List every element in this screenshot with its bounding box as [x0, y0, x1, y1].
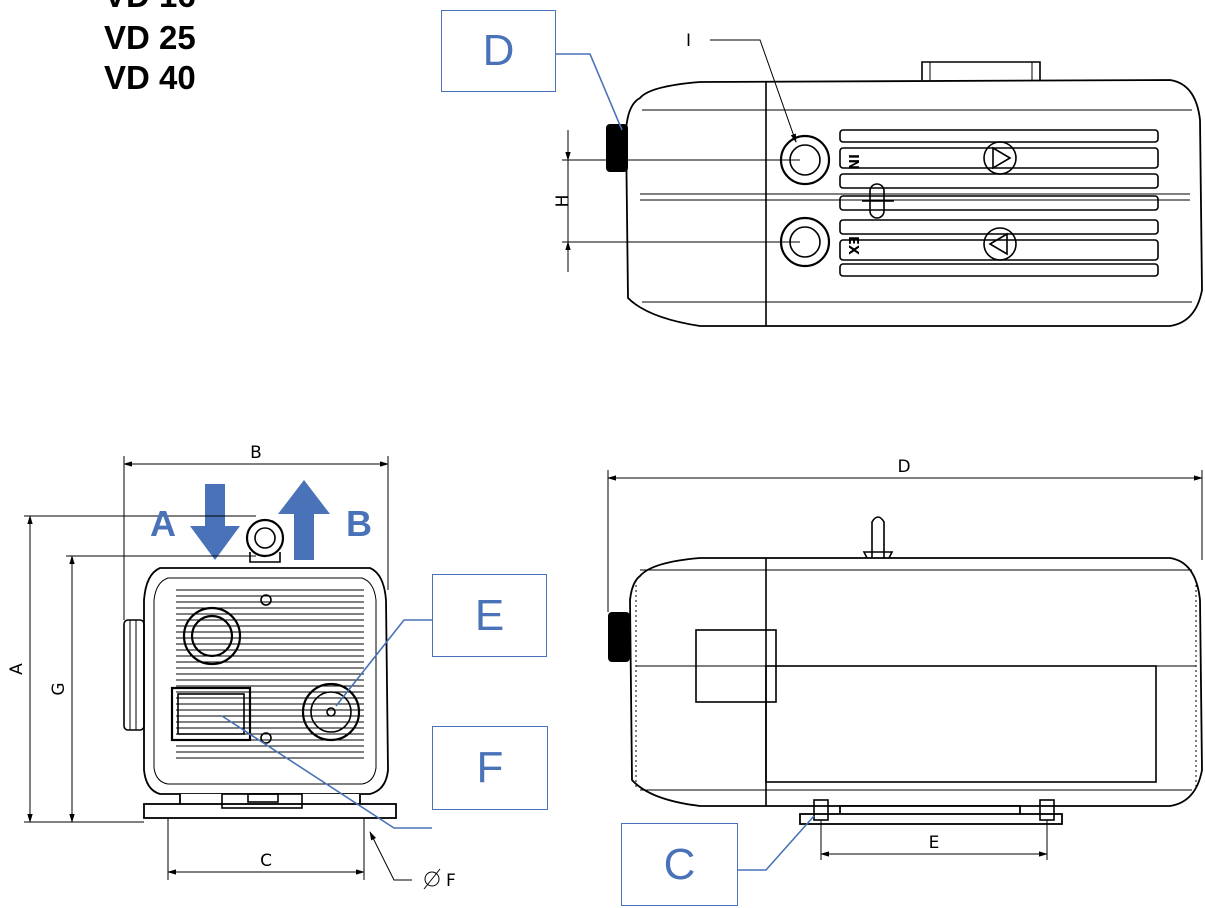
dim-label-e: E: [929, 833, 940, 853]
side-view: [607, 470, 1203, 860]
dim-label-b: B: [250, 443, 262, 463]
flow-label-outlet: B: [346, 503, 372, 544]
port-label-ex: EX: [845, 236, 860, 255]
dim-label-h: H: [553, 195, 573, 208]
model-label-vd25: VD 25: [104, 19, 196, 56]
dim-label-i: I: [686, 31, 691, 51]
callout-c: C: [621, 823, 738, 906]
leader-e: [335, 619, 432, 707]
leader-d: [556, 53, 623, 131]
callout-e: E: [432, 574, 547, 657]
flow-label-inlet: A: [150, 503, 176, 544]
callout-d: D: [441, 10, 556, 92]
dim-label-d: D: [897, 457, 910, 477]
top-view: IN EX I H: [553, 31, 1203, 327]
dim-label-f: F: [446, 871, 456, 891]
model-label-vd16: VD 16: [104, 0, 196, 12]
leader-f: [221, 715, 432, 829]
leader-c: [738, 815, 815, 871]
callout-f: F: [432, 726, 548, 810]
dim-label-c: C: [260, 851, 272, 871]
dim-label-f-diameter: F: [423, 868, 456, 891]
port-label-in: IN: [845, 154, 860, 170]
dim-label-a: A: [7, 663, 27, 675]
dim-label-g: G: [49, 682, 69, 695]
front-view: [24, 456, 412, 881]
model-label-vd40: VD 40: [104, 59, 196, 96]
